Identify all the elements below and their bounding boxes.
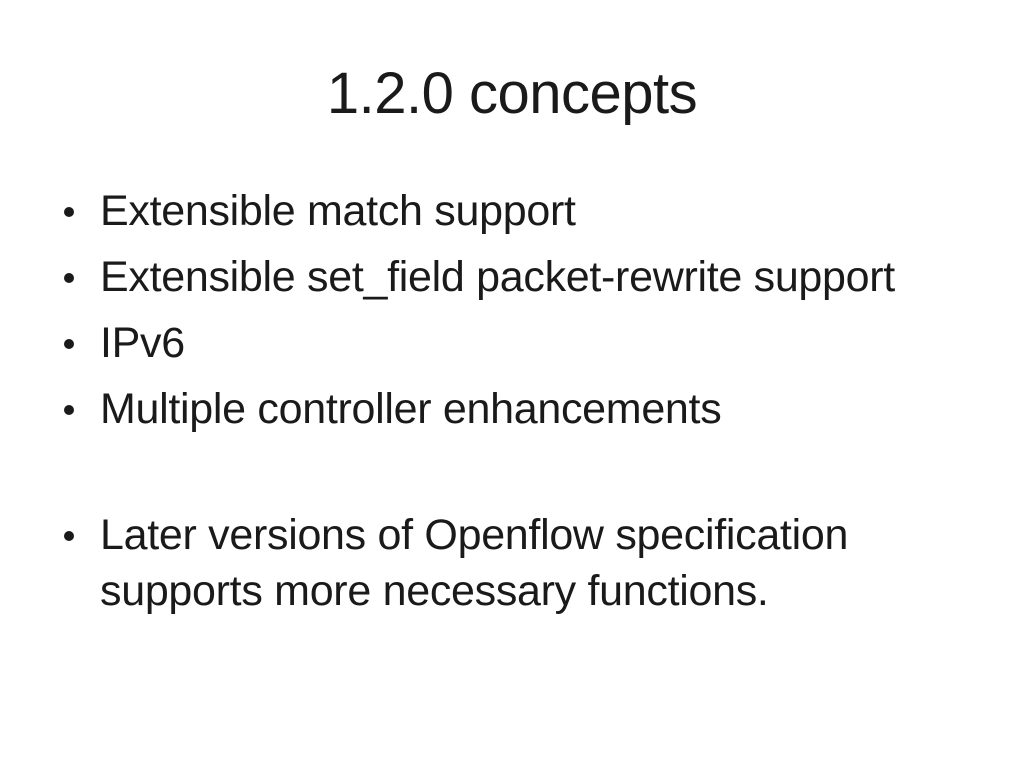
list-item: Extensible match support: [0, 183, 1024, 239]
bullet-icon: [64, 405, 74, 415]
bullet-icon: [64, 531, 74, 541]
bullet-text: Extensible set_field packet-rewrite supp…: [100, 253, 895, 301]
bullet-text: Multiple controller enhancements: [100, 385, 722, 433]
slide-title: 1.2.0 concepts: [326, 61, 698, 126]
bullet-list: Extensible match support Extensible set_…: [0, 183, 1024, 619]
list-item: Later versions of Openflow specification…: [0, 507, 1024, 619]
bullet-text: Extensible match support: [100, 187, 576, 235]
list-item: IPv6: [0, 315, 1024, 371]
list-item: Extensible set_field packet-rewrite supp…: [0, 249, 1024, 305]
bullet-text: IPv6: [100, 319, 185, 367]
bullet-icon: [64, 207, 74, 217]
bullet-icon: [64, 273, 74, 283]
list-item: Multiple controller enhancements: [0, 381, 1024, 437]
bullet-text: Later versions of Openflow specification…: [100, 511, 849, 615]
bullet-icon: [64, 339, 74, 349]
